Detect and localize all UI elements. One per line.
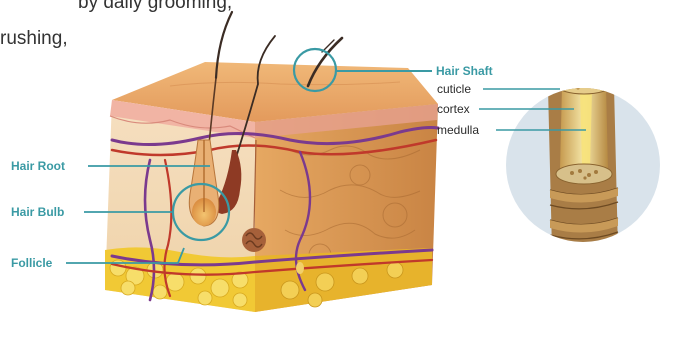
label-cuticle: cuticle xyxy=(437,82,471,96)
hair-shaft-magnified xyxy=(548,72,618,250)
label-hair-bulb: Hair Bulb xyxy=(11,205,64,219)
intro-text-line-2: rushing, xyxy=(0,28,68,50)
label-hair-shaft: Hair Shaft xyxy=(436,64,493,78)
label-medulla: medulla xyxy=(437,123,479,137)
intro-text-line-1: by daily grooming, xyxy=(78,0,232,14)
label-hair-root: Hair Root xyxy=(11,159,65,173)
label-cortex: cortex xyxy=(437,102,470,116)
label-follicle: Follicle xyxy=(11,256,52,270)
